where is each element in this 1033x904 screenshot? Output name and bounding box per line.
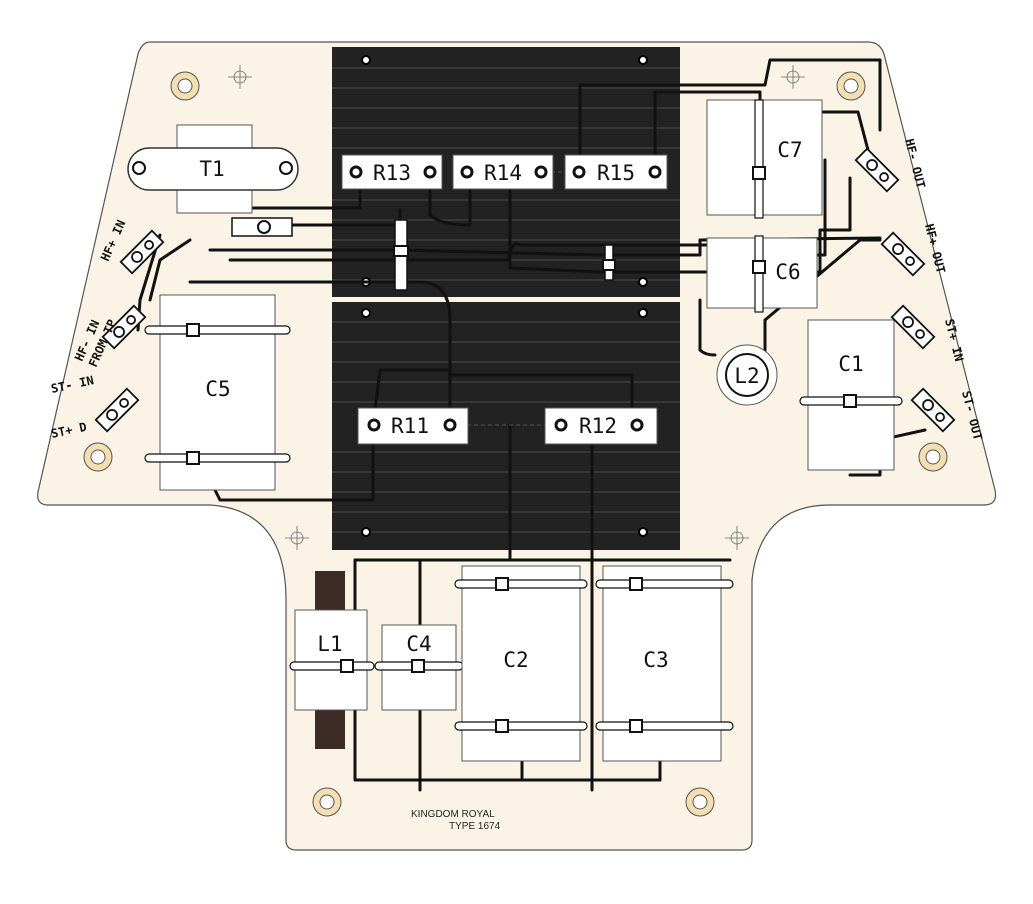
inductor-l2: L2 xyxy=(716,344,778,406)
c7-label: C7 xyxy=(777,138,802,162)
capacitor-c6: C6 xyxy=(706,235,818,313)
l2-label: L2 xyxy=(734,364,759,388)
inductor-l1: L1 xyxy=(289,571,375,749)
fiducials xyxy=(228,65,805,550)
footer-line2: TYPE 1674 xyxy=(449,821,501,832)
resistor-r14: R14 xyxy=(452,154,554,190)
resistor-r11: R11 xyxy=(357,407,469,445)
t1-label: T1 xyxy=(199,157,224,181)
footer-line1: KINGDOM ROYAL xyxy=(411,809,495,820)
c2-label: C2 xyxy=(503,648,528,672)
c6-label: C6 xyxy=(775,260,800,284)
small-components xyxy=(231,217,616,291)
resistor-r12: R12 xyxy=(544,407,658,445)
c5-label: C5 xyxy=(205,377,230,401)
r15-label: R15 xyxy=(597,161,635,185)
mounting-holes xyxy=(83,71,948,817)
l1-label: L1 xyxy=(317,632,342,656)
r13-label: R13 xyxy=(373,161,411,185)
c4-label: C4 xyxy=(406,632,431,656)
transformer-t1: T1 xyxy=(127,124,299,214)
capacitor-c7: C7 xyxy=(706,99,823,219)
r12-label: R12 xyxy=(579,414,617,438)
c3-label: C3 xyxy=(643,648,668,672)
terminal-lugs xyxy=(94,147,956,433)
capacitor-c5: C5 xyxy=(144,294,291,491)
capacitor-c2: C2 xyxy=(454,565,588,762)
heatsink-screws xyxy=(361,55,648,537)
c1-label: C1 xyxy=(838,352,863,376)
capacitor-c1: C1 xyxy=(799,319,903,471)
r11-label: R11 xyxy=(391,414,429,438)
resistor-r15: R15 xyxy=(564,154,668,190)
capacitor-c4: C4 xyxy=(374,624,464,711)
resistor-r13: R13 xyxy=(341,154,443,190)
capacitor-c3: C3 xyxy=(595,565,734,762)
r14-label: R14 xyxy=(484,161,522,185)
